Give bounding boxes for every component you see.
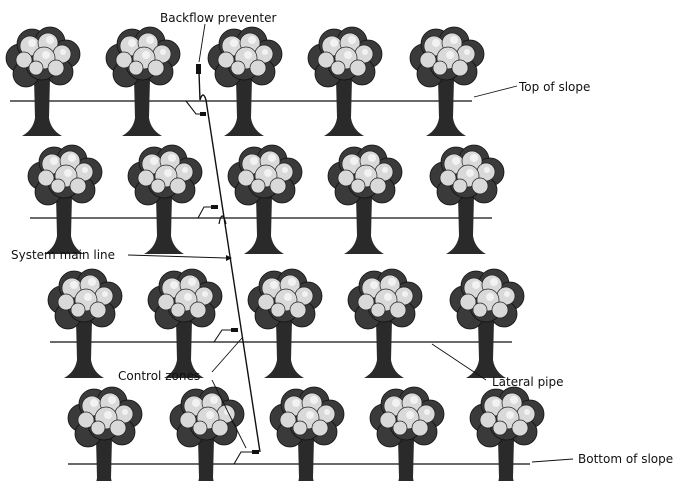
tree-icon (268, 385, 346, 481)
label-top-of-slope: Top of slope (518, 80, 590, 94)
label-system-main-line: System main line (11, 248, 115, 262)
tree-icon (468, 385, 546, 481)
tree-icon (104, 25, 182, 138)
backflow-preventer-icon (196, 64, 201, 74)
tree-icon (4, 25, 82, 138)
tree-icon (26, 143, 104, 256)
callout-top-slope (473, 85, 518, 98)
tree-icon (206, 25, 284, 138)
row-3 (46, 267, 526, 380)
control-valve-icon (231, 328, 238, 332)
callout-main-line (127, 254, 227, 259)
tree-icon (126, 143, 204, 256)
control-valve-icon (211, 205, 218, 209)
tree-icon (226, 143, 304, 256)
label-lateral-pipe: Lateral pipe (492, 375, 564, 389)
tree-icon (146, 267, 224, 380)
callout-control-zones-b (211, 379, 247, 449)
control-valve-icon (252, 450, 259, 454)
zone-feeder-3 (213, 329, 234, 343)
tree-icon (168, 385, 246, 481)
control-zones-group (185, 100, 259, 465)
callout-backflow (198, 23, 206, 63)
tree-icon (428, 143, 506, 256)
zone-feeder-4 (233, 451, 254, 465)
arrowhead-main-line (226, 255, 232, 261)
row-2 (26, 143, 506, 256)
tree-icon (408, 25, 486, 138)
tree-icon (368, 385, 446, 481)
callouts (127, 23, 574, 463)
tree-icon (66, 385, 144, 481)
main-line-group (196, 64, 261, 453)
callout-bottom-slope (531, 458, 574, 463)
tree-icon (46, 267, 124, 380)
system-main-line (198, 71, 261, 453)
row-4 (66, 385, 546, 481)
tree-icon (246, 267, 324, 380)
label-backflow-preventer: Backflow preventer (160, 11, 277, 25)
tree-icon (346, 267, 424, 380)
tree-icon (326, 143, 404, 256)
row-1 (4, 25, 486, 138)
zone-feeder-2 (197, 206, 214, 219)
tree-icon (448, 267, 526, 380)
label-bottom-of-slope: Bottom of slope (578, 452, 673, 466)
labels: Backflow preventer Top of slope System m… (11, 11, 673, 466)
main-line-crossover (218, 215, 227, 225)
tree-icon (306, 25, 384, 138)
callout-lateral (431, 343, 487, 381)
label-control-zones: Control zones (118, 369, 200, 383)
control-valve-icon (200, 112, 206, 116)
callout-control-zones-a (211, 337, 243, 373)
